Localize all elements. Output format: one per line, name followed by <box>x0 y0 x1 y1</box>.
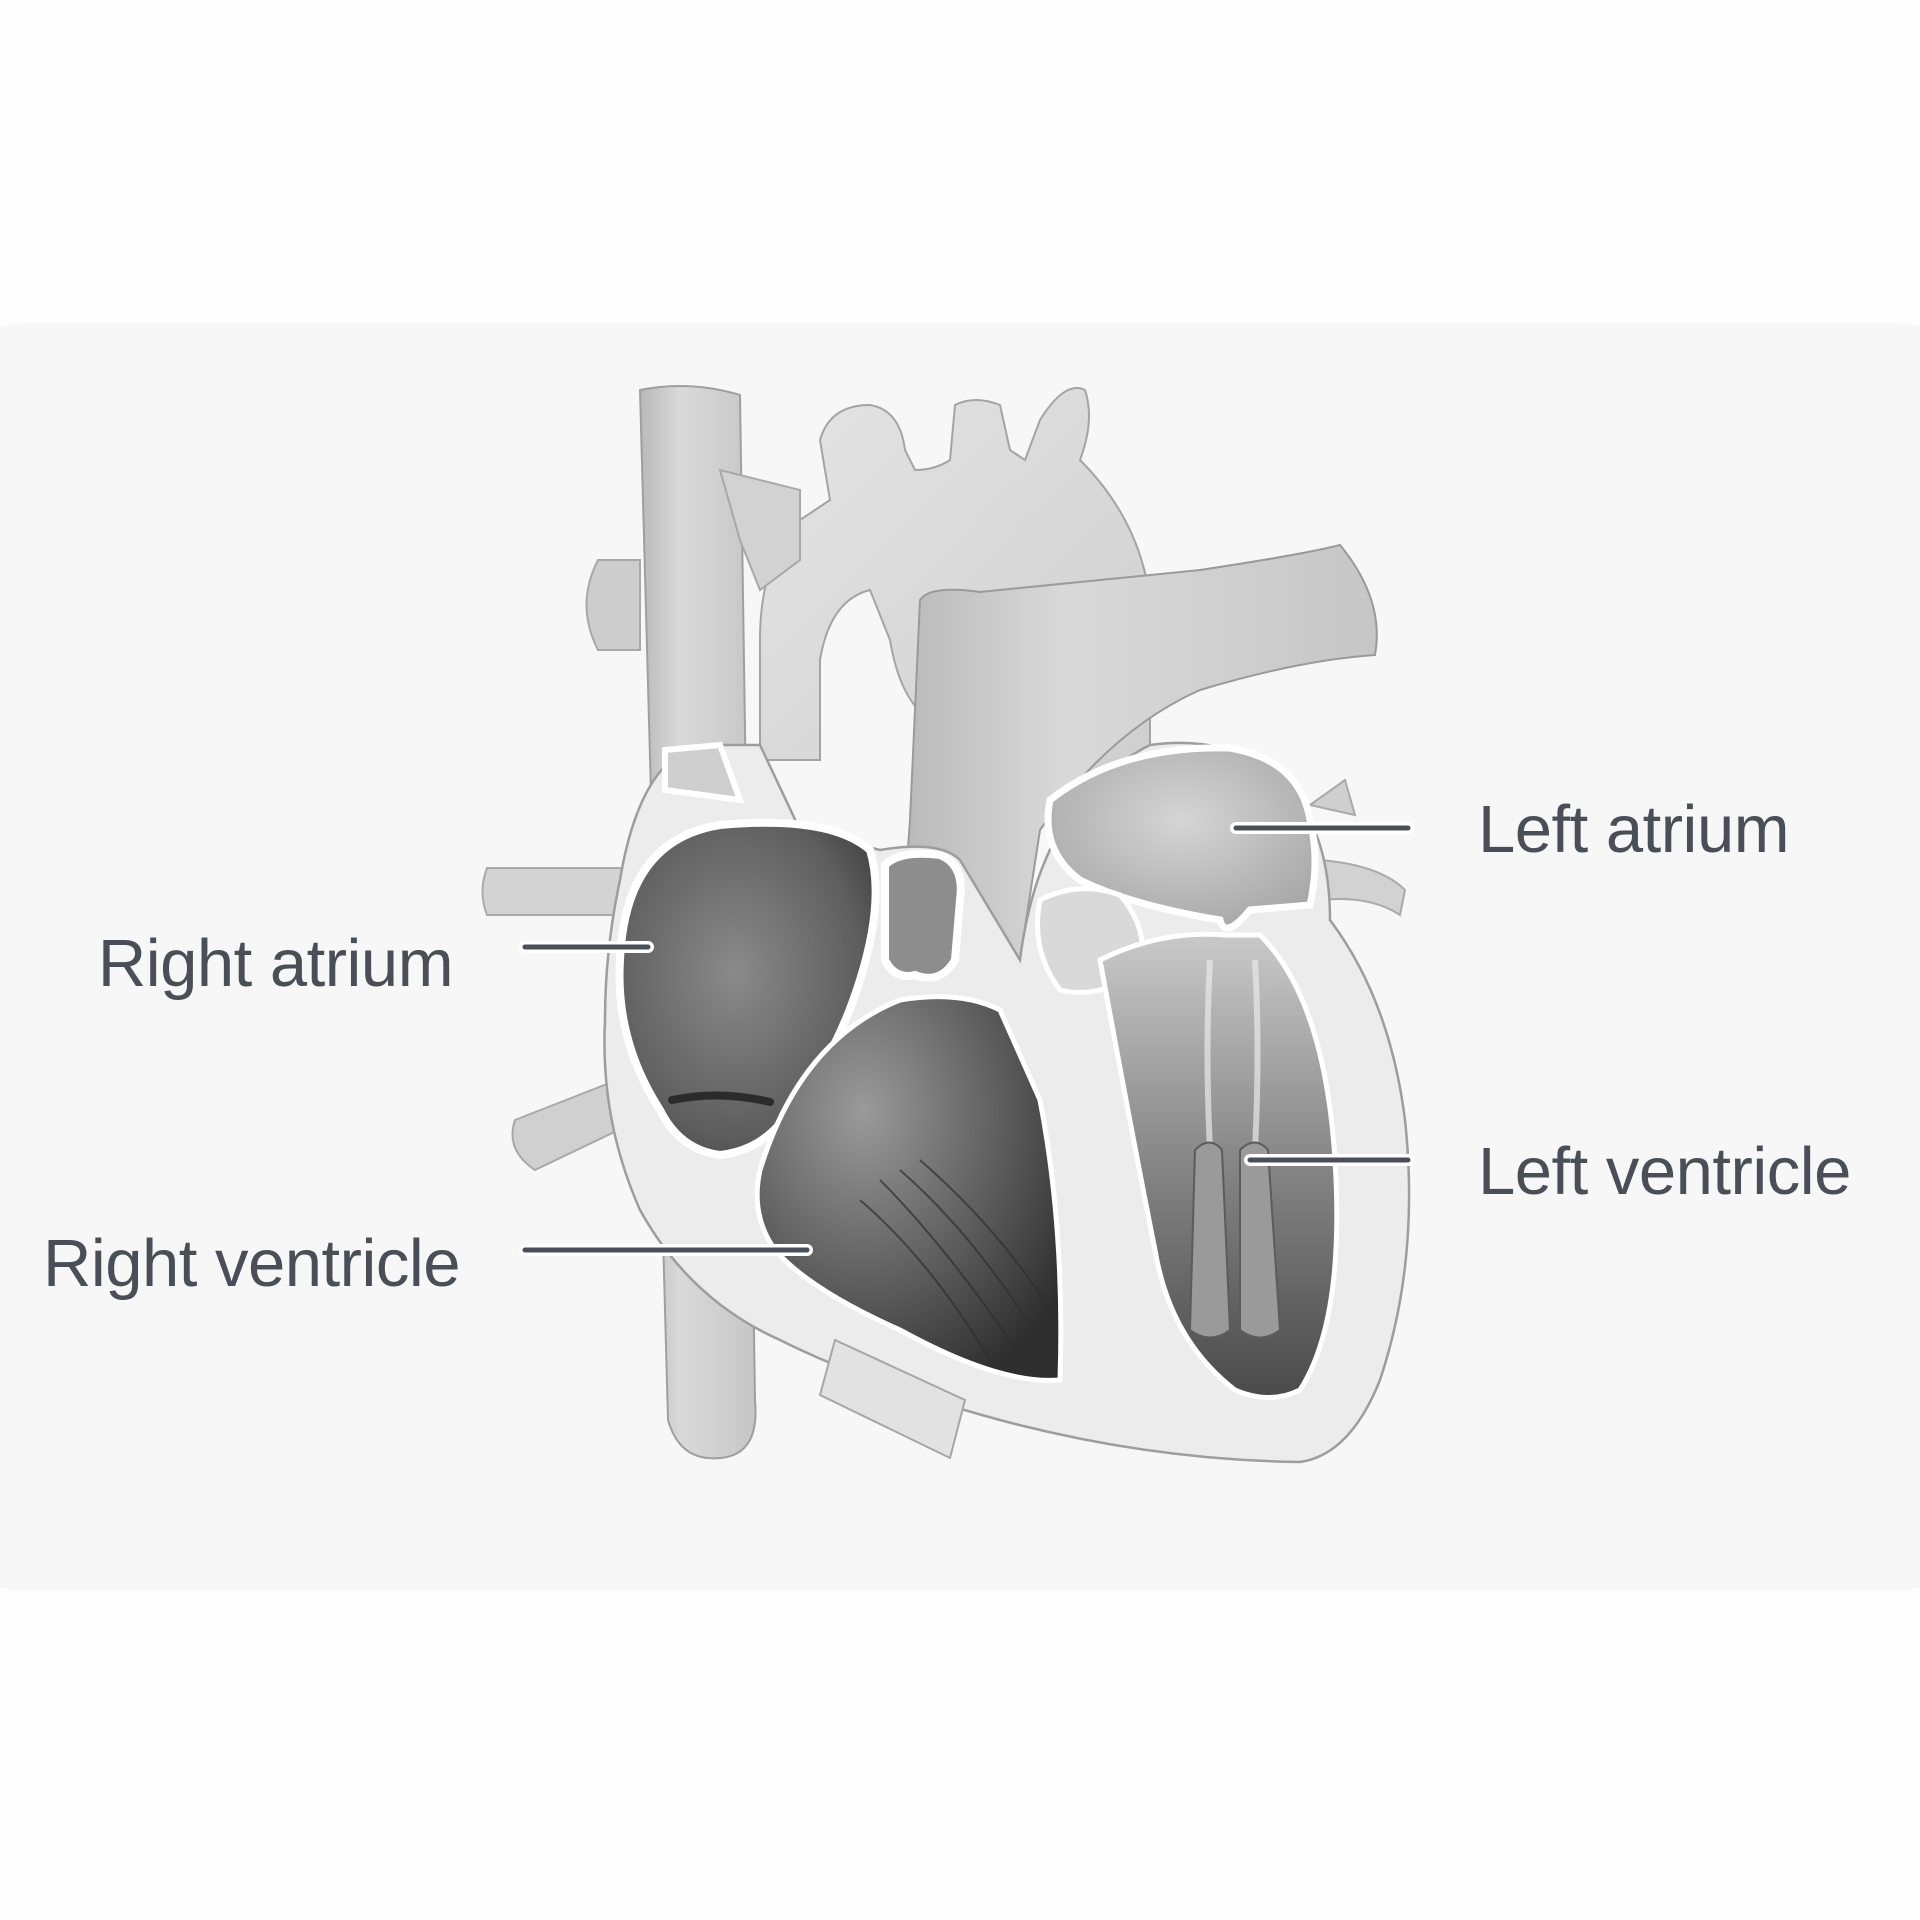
right-ventricle-chamber <box>754 994 1064 1383</box>
label-right-ventricle: Right ventricle <box>42 1226 461 1301</box>
label-left-ventricle: Left ventricle <box>1478 1134 1851 1209</box>
label-right-atrium: Right atrium <box>97 926 454 1001</box>
pulmonary-artery <box>898 543 1378 961</box>
leader-lines <box>519 822 1414 1256</box>
label-left-atrium: Left atrium <box>1478 792 1790 867</box>
left-atrium-chamber <box>1044 744 1319 932</box>
